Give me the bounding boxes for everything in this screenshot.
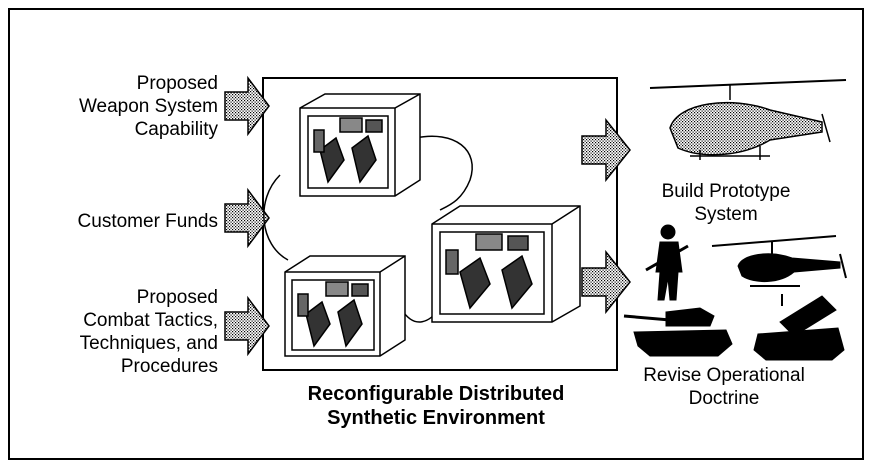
- simulator-cube-bottom-left: [284, 255, 406, 357]
- output-arrow-doctrine: [581, 249, 631, 315]
- output-doctrine-label: Revise Operational Doctrine: [643, 365, 805, 409]
- synthetic-environment-caption: Reconfigurable Distributed Synthetic Env…: [307, 383, 565, 429]
- simulator-cube-right: [431, 205, 581, 323]
- rocket-launcher-icon: [753, 294, 845, 361]
- input-arrow-tactics: [224, 295, 270, 357]
- input-arrow-weapon: [224, 75, 270, 137]
- soldier-icon: [645, 224, 689, 301]
- diagram-frame: Proposed Weapon System Capability Custom…: [8, 8, 864, 460]
- output-prototype-label: Build Prototype System: [661, 181, 791, 225]
- attack-helicopter-icon: [711, 235, 847, 287]
- input-customer-funds-label: Customer Funds: [77, 211, 218, 232]
- input-combat-tactics-label: Proposed Combat Tactics, Techniques, and…: [79, 287, 218, 377]
- input-arrow-funds: [224, 187, 270, 249]
- diagram-artwork: [224, 75, 847, 371]
- input-weapon-capability-label: Proposed Weapon System Capability: [78, 73, 218, 140]
- output-arrow-prototype: [581, 117, 631, 183]
- simulator-cube-top: [299, 93, 421, 197]
- tank-icon: [623, 307, 733, 357]
- prototype-helicopter-icon: [649, 79, 847, 160]
